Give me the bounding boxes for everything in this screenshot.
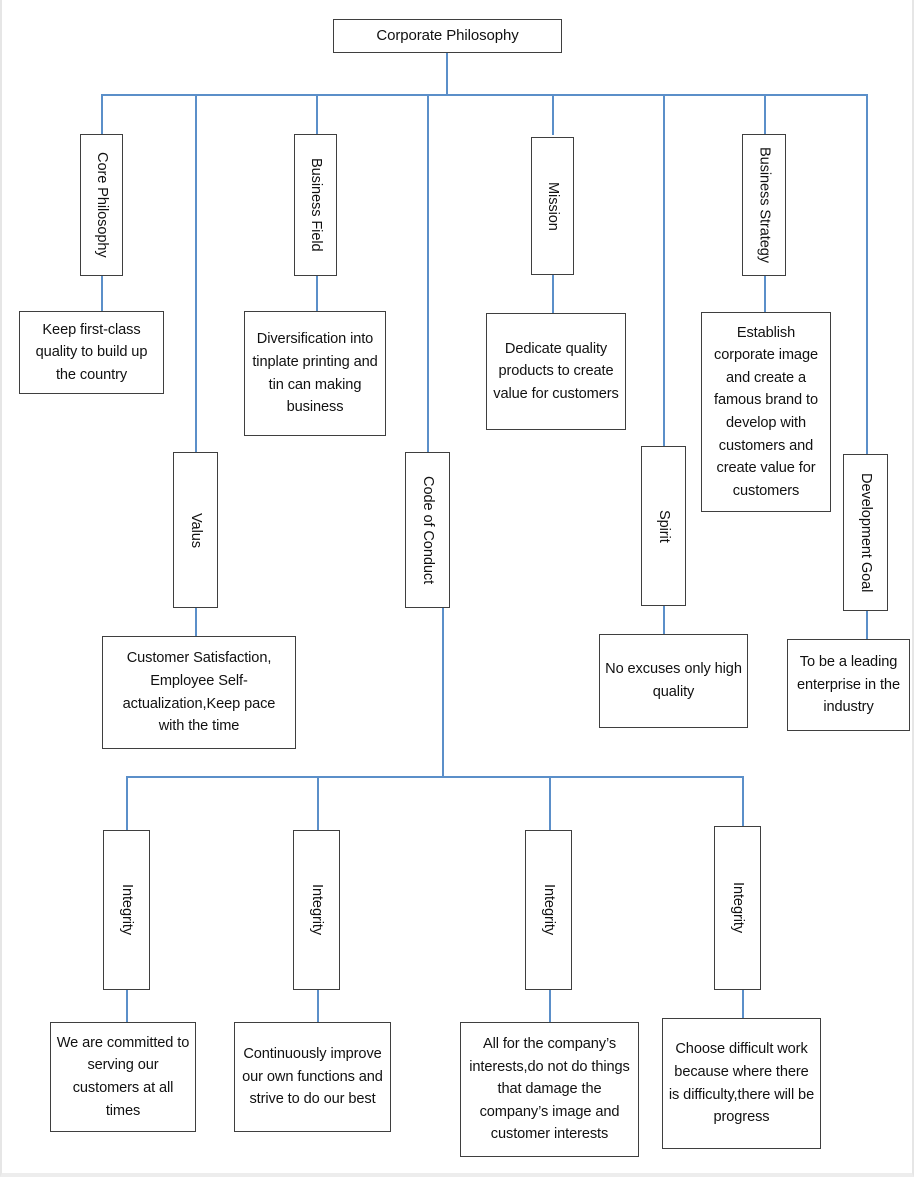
connector-drop-spirit: [663, 94, 665, 446]
node-mission[interactable]: Mission: [531, 137, 574, 275]
connector-integrity-4-to-detail: [742, 990, 744, 1018]
detail-text: Customer Satisfaction, Employee Self-act…: [122, 650, 276, 735]
detail-integrity-3[interactable]: All for the company’s interests,do not d…: [460, 1022, 639, 1157]
connector-valus-to-detail: [195, 608, 197, 636]
node-development-goal[interactable]: Development Goal: [843, 454, 888, 611]
node-label: Development Goal: [857, 472, 874, 593]
detail-text: Diversification into tinplate printing a…: [252, 331, 378, 416]
connector-spirit-to-detail: [663, 606, 665, 634]
connector-core-philosophy-to-detail: [101, 275, 103, 311]
detail-text: To be a leading enterprise in the indust…: [797, 654, 900, 716]
connector-code-of-conduct-stem: [442, 608, 444, 776]
node-business-field[interactable]: Business Field: [294, 134, 337, 276]
node-valus[interactable]: Valus: [173, 452, 218, 608]
node-label: Integrity: [540, 884, 557, 936]
detail-text: Continuously improve our own functions a…: [242, 1046, 383, 1108]
connector-drop-integrity-1: [126, 776, 128, 830]
node-label: Spirit: [655, 509, 672, 543]
detail-business-field[interactable]: Diversification into tinplate printing a…: [244, 311, 386, 436]
connector-drop-integrity-4: [742, 776, 744, 830]
detail-business-strategy[interactable]: Establish corporate image and create a f…: [701, 312, 831, 512]
detail-integrity-4[interactable]: Choose difficult work because where ther…: [662, 1018, 821, 1149]
connector-drop-valus: [195, 94, 197, 452]
detail-text: Establish corporate image and create a f…: [714, 324, 818, 499]
node-label: Code of Conduct: [419, 475, 436, 585]
node-label: Corporate Philosophy: [376, 27, 519, 45]
detail-integrity-2[interactable]: Continuously improve our own functions a…: [234, 1022, 391, 1132]
detail-text: All for the company’s interests,do not d…: [469, 1035, 630, 1143]
detail-text: Choose difficult work because where ther…: [668, 1041, 815, 1126]
detail-valus[interactable]: Customer Satisfaction, Employee Self-act…: [102, 636, 296, 749]
detail-text: No excuses only high quality: [605, 661, 742, 700]
connector-business-field-to-detail: [316, 275, 318, 311]
node-label: Integrity: [308, 884, 325, 936]
connector-drop-mission: [552, 94, 554, 135]
node-label: Core Philosophy: [93, 152, 110, 258]
node-label: Mission: [544, 181, 561, 231]
node-label: Business Field: [307, 158, 324, 252]
connector-development-goal-to-detail: [866, 611, 868, 639]
connector-root-stem: [446, 52, 448, 95]
node-integrity-3[interactable]: Integrity: [525, 830, 572, 990]
detail-text: Keep first-class quality to build up the…: [35, 321, 148, 383]
connector-drop-integrity-3: [549, 776, 551, 830]
node-integrity-1[interactable]: Integrity: [103, 830, 150, 990]
node-label: Valus: [187, 512, 204, 548]
connector-integrity-2-to-detail: [317, 990, 319, 1022]
node-label: Business Strategy: [756, 147, 773, 263]
node-core-philosophy[interactable]: Core Philosophy: [80, 134, 123, 276]
detail-spirit[interactable]: No excuses only high quality: [599, 634, 748, 728]
connector-drop-business-field: [316, 94, 318, 135]
detail-text: We are committed to serving our customer…: [56, 1034, 190, 1119]
detail-text: Dedicate quality products to create valu…: [493, 340, 619, 402]
node-business-strategy[interactable]: Business Strategy: [742, 134, 786, 276]
detail-mission[interactable]: Dedicate quality products to create valu…: [486, 313, 626, 430]
node-integrity-2[interactable]: Integrity: [293, 830, 340, 990]
connector-drop-development-goal: [866, 94, 868, 454]
connector-drop-core-philosophy: [101, 94, 103, 135]
connector-integrity-1-to-detail: [126, 990, 128, 1022]
connector-integrity-3-to-detail: [549, 990, 551, 1022]
node-corporate-philosophy[interactable]: Corporate Philosophy: [333, 19, 562, 53]
connector-drop-integrity-2: [317, 776, 319, 830]
detail-integrity-1[interactable]: We are committed to serving our customer…: [50, 1022, 196, 1132]
detail-core-philosophy[interactable]: Keep first-class quality to build up the…: [19, 311, 164, 394]
node-spirit[interactable]: Spirit: [641, 446, 686, 606]
connector-integrity-bus: [126, 776, 743, 778]
connector-drop-code-of-conduct: [427, 94, 429, 452]
node-label: Integrity: [118, 884, 135, 936]
connector-main-bus: [101, 94, 867, 96]
node-integrity-4[interactable]: Integrity: [714, 826, 761, 990]
connector-mission-to-detail: [552, 275, 554, 313]
node-label: Integrity: [729, 882, 746, 934]
detail-development-goal[interactable]: To be a leading enterprise in the indust…: [787, 639, 910, 731]
node-code-of-conduct[interactable]: Code of Conduct: [405, 452, 450, 608]
